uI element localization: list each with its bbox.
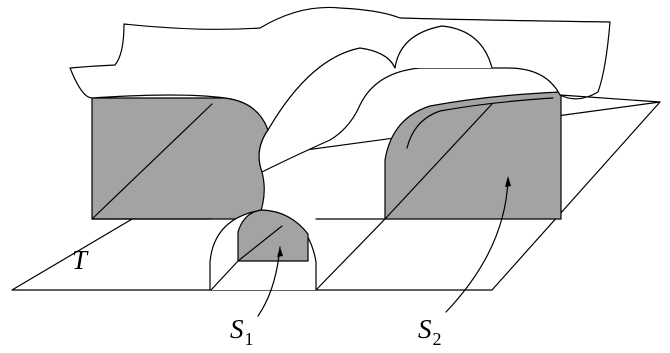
label-s2-sub: 2 [432,329,442,349]
right-wall-diagonal [384,103,493,220]
arrowhead-s2 [505,176,511,187]
label-s2: S2 [418,314,442,349]
label-s1: S1 [230,314,254,349]
diagonal-dome-base [210,260,239,291]
back-bump [394,25,493,69]
label-t: T [72,245,88,275]
arrowhead-s1 [277,247,283,257]
dome-shaded-face [237,209,309,262]
label-s2-main: S [418,314,432,344]
label-s1-main: S [230,314,244,344]
label-s1-sub: 1 [244,329,254,349]
dome-diagonal [237,225,283,262]
left-wall-diagonal [91,103,213,220]
diagonal-right-base [315,218,386,291]
right-wall-curve [406,97,554,149]
pointer-s2 [445,179,509,313]
left-wall-surface [91,97,269,220]
sheet-fold-right [559,94,661,103]
sheet-ridge [267,47,396,131]
right-wall-surface [384,91,562,220]
